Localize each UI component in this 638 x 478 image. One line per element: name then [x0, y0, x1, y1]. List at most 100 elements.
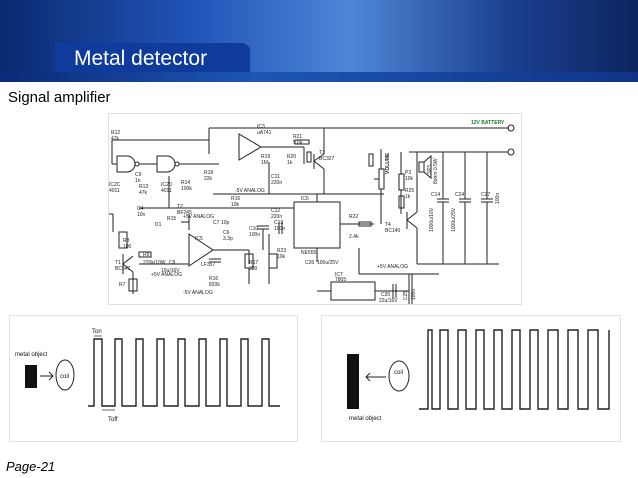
label-r9v: 220k/10W [143, 260, 166, 266]
label-r16: R16 [231, 196, 240, 202]
page-number: Page-21 [6, 459, 56, 474]
coil-shape [55, 359, 75, 391]
label-t1v: BC547 [115, 266, 131, 272]
metal-object-block [347, 354, 359, 409]
label-c7: C7 [213, 220, 220, 226]
waveform-left-diagram: metal object coil Ton Toff [15, 329, 280, 423]
label-minus5b: -5V ANALOG [235, 188, 265, 194]
label-r19v: 1M [261, 160, 268, 166]
label-c20v: 22u/16V [379, 298, 398, 304]
label-ic2cv: 4011 [109, 188, 120, 194]
label-ls1: SP1 [427, 164, 433, 174]
label-r7: R7 [119, 282, 126, 288]
label-r16b: R16 [209, 276, 218, 282]
label-r17v: 330 [249, 266, 258, 272]
waveform-right-panel: metal object coil [321, 315, 621, 442]
slide-title: Metal detector [74, 47, 208, 70]
label-c10v: 100n [249, 232, 260, 238]
label-r14v: 100k [181, 186, 192, 192]
label-r13v: 47k [139, 190, 148, 196]
label-c24: C24 [455, 192, 464, 198]
label-p3v: 10k [405, 176, 414, 182]
label-ic7v: 7805 [335, 277, 346, 283]
label-plus5b: +5V ANALOG [377, 264, 408, 270]
label-c9: C9 [135, 172, 142, 178]
label-r15: R15 [167, 216, 176, 222]
label-r20v: 1k [287, 160, 293, 166]
label-c14: C14 [431, 192, 440, 198]
arrow-icon [365, 372, 386, 382]
label-r25v: 1k [405, 194, 411, 200]
label-ic3: IC3 [257, 124, 265, 130]
label-c10: C10 [249, 226, 258, 232]
label-r18v: 22k [204, 176, 213, 182]
volume-label: VOLUME [385, 152, 391, 174]
label-r19: R19 [261, 154, 270, 160]
waveform-right-diagram: metal object coil [347, 329, 610, 422]
label-c12v: 220n [271, 214, 282, 220]
label-r3v: 100 [123, 244, 132, 250]
label-c13v: 100n [274, 226, 285, 232]
label-t3v: BC327 [319, 156, 335, 162]
title-banner [0, 0, 638, 82]
label-c4v: 10n [137, 212, 146, 218]
label-plus5c: +5V ANALOG [151, 272, 182, 278]
label-c8v: 10u/16V [161, 268, 180, 274]
label-ic2c: IC2C [109, 182, 121, 188]
label-r3: R3 [123, 238, 130, 244]
label-r13: R13 [139, 184, 148, 190]
label-c27: C27 [481, 192, 490, 198]
slide-subtitle: Signal amplifier [8, 89, 111, 106]
label-t2v: BF245 [177, 210, 192, 216]
label-r22: R22 [349, 214, 358, 220]
label-r25: R25 [405, 188, 414, 194]
label-c24v: 1000u/25V [451, 207, 457, 232]
label-r23: R23 [277, 248, 286, 254]
label-ic5: IC5 [195, 236, 203, 242]
label-ic2d: IC2D [161, 182, 173, 188]
label-c25v: 100n [411, 289, 417, 300]
label-c20: C20 [381, 292, 390, 298]
label-ic2dv: 4011 [161, 188, 172, 194]
label-c7v: 10p [221, 220, 230, 226]
metal-object-label: metal object [15, 352, 48, 358]
label-r21v: 5.6k [293, 140, 303, 146]
label-r16v: 10k [231, 202, 240, 208]
metal-object-label: metal object [349, 416, 382, 422]
label-p3: P3 [405, 170, 411, 176]
waveform-left-panel: metal object coil Ton Toff [9, 315, 298, 442]
label-ic7: IC7 [335, 272, 343, 278]
label-r17: R17 [249, 260, 258, 266]
label-t3: T3 [319, 150, 325, 156]
label-r14: R14 [181, 180, 190, 186]
label-r20: R20 [287, 154, 296, 160]
battery-label: 12V BATTERY [471, 120, 505, 126]
label-c4: C4 [137, 206, 144, 212]
label-ic6: IC6 [301, 196, 309, 202]
label-r12v: 47k [111, 136, 120, 142]
coil-shape [388, 360, 410, 392]
label-c11: C11 [271, 174, 280, 180]
label-d1: D1 [155, 222, 162, 228]
pulse-train [419, 329, 610, 410]
label-t4: T4 [385, 222, 391, 228]
label-r9: R9 [143, 252, 150, 258]
label-c25: C25 [403, 291, 409, 300]
label-r21: R21 [293, 134, 302, 140]
label-r16bv: 820k [209, 282, 220, 288]
label-c26: C26 [305, 260, 314, 266]
label-c11v: 220n [271, 180, 282, 186]
arrow-icon [40, 371, 54, 381]
coil-label: coil [60, 374, 69, 380]
label-ic3v: uA741 [257, 130, 272, 136]
label-minus5a: -5V ANALOG [183, 290, 213, 296]
label-plus5a: +5V ANALOG [183, 214, 214, 220]
label-c12: C12 [271, 208, 280, 214]
label-t4v: BC140 [385, 228, 401, 234]
label-c13: C13 [274, 220, 283, 226]
label-r18: R18 [204, 170, 213, 176]
label-c27v: 100n [495, 193, 501, 204]
ton-label: Ton [92, 329, 102, 335]
label-r12: R12 [111, 130, 120, 136]
schematic-diagram: 12V BATTERY VOLUME R12 47k IC3 uA741 R21… [109, 120, 515, 304]
